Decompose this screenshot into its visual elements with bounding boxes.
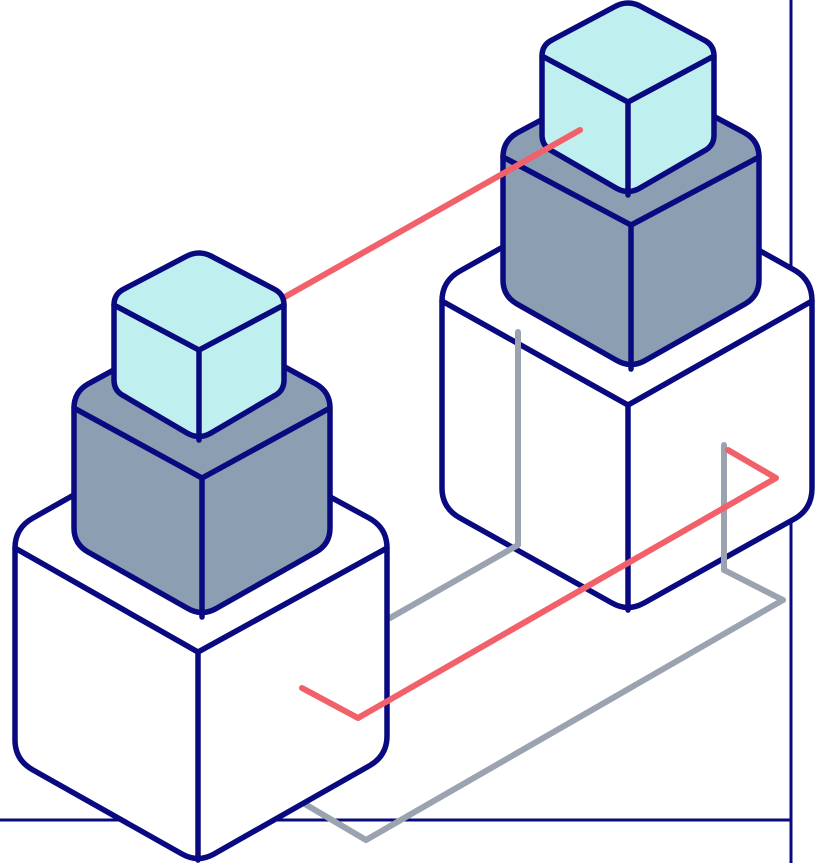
base-connector [299,447,779,721]
right-top-cube [539,0,717,198]
top-connector [280,127,583,301]
left-top-cube [111,250,287,443]
right-stack [387,0,815,621]
left-stack [12,250,390,863]
